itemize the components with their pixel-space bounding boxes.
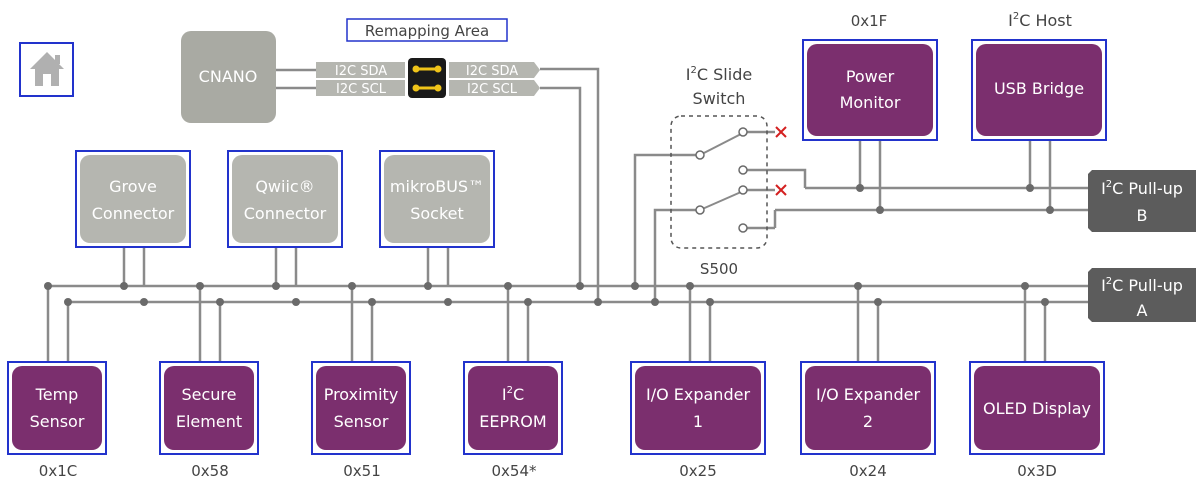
pullup-a[interactable]: I2C Pull-up A xyxy=(1088,268,1196,322)
io-expander-1-addr: 0x25 xyxy=(679,462,717,480)
proximity-sensor[interactable]: Proximity Sensor xyxy=(311,361,411,455)
power-monitor-addr: 0x1F xyxy=(851,12,888,30)
power-monitor-label-1: Power xyxy=(846,67,895,86)
sda-tag-right xyxy=(449,62,540,78)
pullup-a-label-1: I2C Pull-up xyxy=(1101,276,1183,295)
slide-switch-ref: S500 xyxy=(700,260,738,278)
sda-label-right: I2C SDA xyxy=(466,64,518,79)
qwiic-label-2: Connector xyxy=(244,204,327,223)
switch-contacts xyxy=(695,127,748,233)
mikrobus-socket[interactable]: mikroBUS™ Socket xyxy=(379,150,495,248)
power-monitor[interactable]: Power Monitor xyxy=(802,39,938,141)
pullup-b[interactable]: I2C Pull-up B xyxy=(1088,170,1196,232)
scl-tag-left xyxy=(316,80,405,96)
temp-sensor-addr: 0x1C xyxy=(39,462,77,480)
io-expander-2-label-1: I/O Expander xyxy=(816,385,920,404)
oled-display[interactable]: OLED Display xyxy=(969,361,1105,455)
io-expander-1-label-2: 1 xyxy=(693,412,703,431)
qwiic-connector[interactable]: Qwiic® Connector xyxy=(227,150,343,248)
proximity-sensor-addr: 0x51 xyxy=(343,462,381,480)
i2c-host-label: I2C Host xyxy=(1008,11,1072,30)
remap-label: Remapping Area xyxy=(365,22,489,40)
io-expander-2-addr: 0x24 xyxy=(849,462,887,480)
pullup-b-label-2: B xyxy=(1137,206,1148,225)
home-icon xyxy=(30,52,64,86)
cnano-label: CNANO xyxy=(199,67,258,86)
secure-element-label-2: Element xyxy=(176,412,242,431)
secure-element-label-1: Secure xyxy=(181,385,236,404)
scl-label-right: I2C SCL xyxy=(467,82,518,97)
secure-element-addr: 0x58 xyxy=(191,462,229,480)
jumper-block[interactable] xyxy=(408,58,446,98)
i2c-eeprom-label-2: EEPROM xyxy=(479,412,546,431)
io-expander-1-label-1: I/O Expander xyxy=(646,385,750,404)
bus-wires xyxy=(46,67,1088,362)
usb-bridge[interactable]: USB Bridge xyxy=(971,39,1107,141)
oled-display-label-1: OLED Display xyxy=(983,399,1091,418)
proximity-sensor-label-2: Sensor xyxy=(334,412,389,431)
io-expander-1[interactable]: I/O Expander 1 xyxy=(630,361,766,455)
switch-arms xyxy=(699,133,742,211)
oled-display-addr: 0x3D xyxy=(1017,462,1057,480)
slide-switch-title-1: I2C Slide xyxy=(686,65,752,84)
proximity-sensor-label-1: Proximity xyxy=(324,385,399,404)
sda-label-left: I2C SDA xyxy=(335,64,387,79)
remap-label-box xyxy=(346,18,508,42)
temp-sensor[interactable]: Temp Sensor xyxy=(7,361,107,455)
home-button[interactable] xyxy=(19,42,74,97)
pullup-a-label-2: A xyxy=(1137,301,1148,320)
grove-label-2: Connector xyxy=(92,204,175,223)
grove-connector[interactable]: Grove Connector xyxy=(75,150,191,248)
qwiic-label-1: Qwiic® xyxy=(255,177,314,196)
io-expander-2[interactable]: I/O Expander 2 xyxy=(800,361,936,455)
pullup-b-label-1: I2C Pull-up xyxy=(1101,179,1183,198)
junction-dots xyxy=(44,184,1054,306)
temp-sensor-label-2: Sensor xyxy=(30,412,85,431)
io-expander-2-label-2: 2 xyxy=(863,412,873,431)
scl-tag-right xyxy=(449,80,540,96)
temp-sensor-label-1: Temp xyxy=(35,385,79,404)
sda-tag-left xyxy=(316,62,405,78)
grove-label-1: Grove xyxy=(109,177,157,196)
power-monitor-label-2: Monitor xyxy=(840,93,901,112)
cnano-module[interactable] xyxy=(181,31,276,123)
i2c-eeprom-addr: 0x54* xyxy=(491,462,537,480)
i2c-eeprom-label-1: I2C xyxy=(502,385,524,404)
slide-switch-title-2: Switch xyxy=(693,89,746,108)
i2c-eeprom[interactable]: I2C EEPROM xyxy=(463,361,563,455)
mikrobus-label-2: Socket xyxy=(410,204,464,223)
secure-element[interactable]: Secure Element xyxy=(159,361,259,455)
no-connect-marks xyxy=(775,126,787,196)
usb-bridge-label: USB Bridge xyxy=(994,79,1084,98)
slide-switch-frame[interactable] xyxy=(670,115,768,249)
scl-label-left: I2C SCL xyxy=(336,82,387,97)
mikrobus-label-1: mikroBUS™ xyxy=(390,177,484,196)
